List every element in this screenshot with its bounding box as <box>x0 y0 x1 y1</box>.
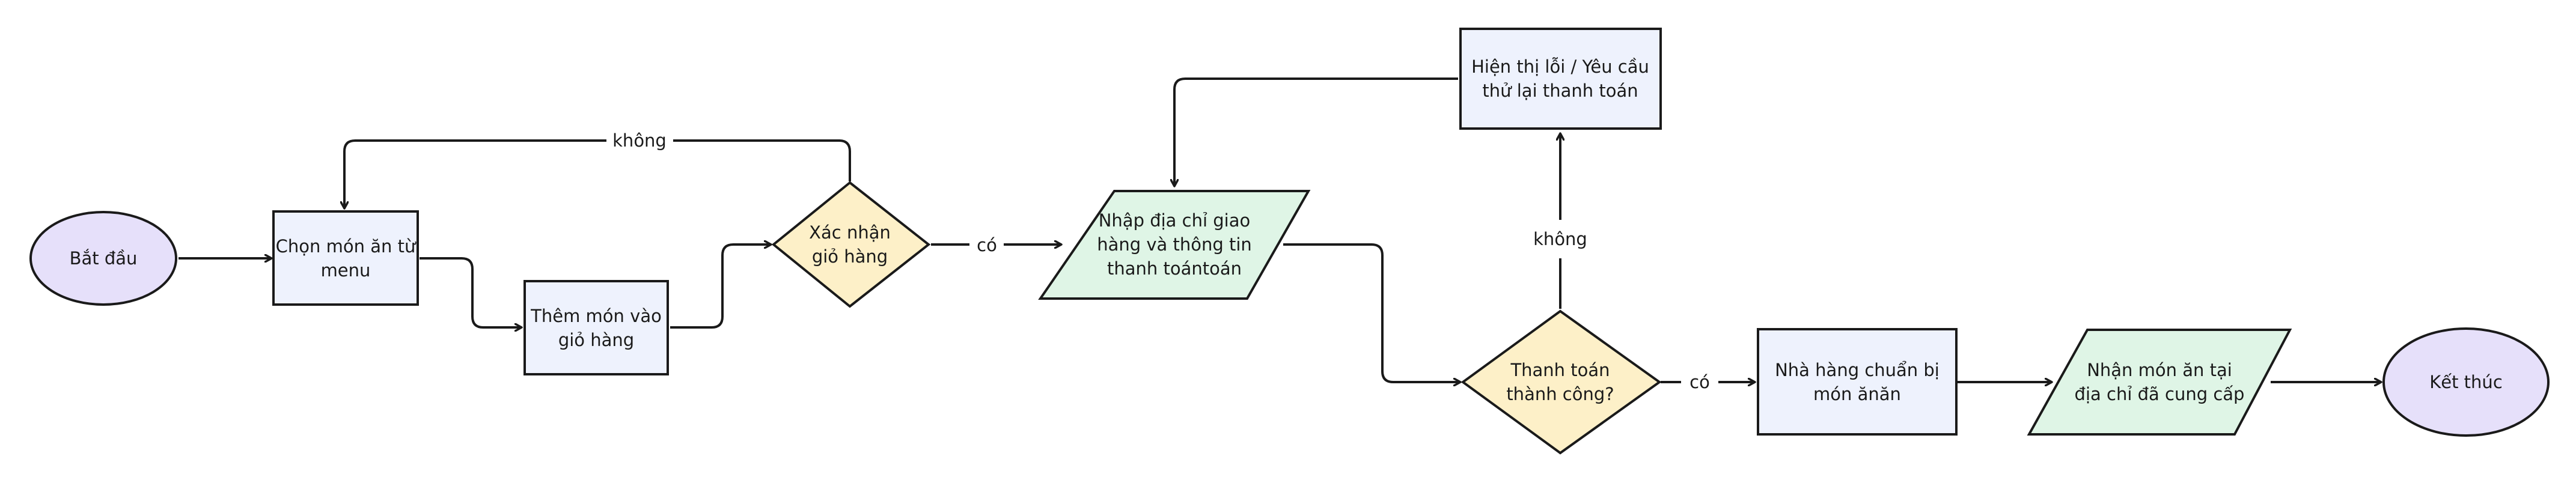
node-enter-address-shape <box>1038 190 1311 300</box>
label-line: Bắt đầu <box>70 248 138 269</box>
edge-labels: không có không có <box>612 130 1710 392</box>
label-line: thanh toántoán <box>1107 258 1242 279</box>
edge-label-payment-no: không <box>1533 229 1587 249</box>
node-confirm-cart-shape <box>771 181 931 308</box>
label-line: Kết thúc <box>2429 372 2503 392</box>
node-confirm-cart-label: Xác nhận giỏ hàng <box>809 222 891 267</box>
node-start: Bắt đầu <box>29 211 177 306</box>
node-enter-address-label: Nhập địa chỉ giao hàng và thông tin thanh … <box>1097 210 1252 279</box>
node-start-label: Bắt đầu <box>70 248 138 269</box>
label-line: hàng và thông tin <box>1097 234 1252 255</box>
label-line: Thêm món vào <box>530 306 662 326</box>
node-add-to-cart-label: Thêm món vào giỏ hàng <box>530 306 662 350</box>
label-line: món ănăn <box>1813 384 1901 404</box>
node-end-label: Kết thúc <box>2429 372 2503 392</box>
label-line: Nhà hàng chuẩn bị <box>1775 360 1940 380</box>
label-line: thử lại thanh toán <box>1482 80 1638 101</box>
edge-add-to-cart-to-confirm-cart <box>670 245 771 329</box>
label-line: địa chỉ đã cung cấp <box>2075 384 2245 404</box>
edge-confirm-cart-no-to-choose-dish <box>344 139 851 208</box>
node-end-shape <box>2382 327 2550 437</box>
node-show-error-shape <box>1459 28 1662 130</box>
node-show-error: Hiện thị lỗi / Yêu cầu thử lại thanh toán <box>1459 28 1662 130</box>
node-confirm-cart: Xác nhận giỏ hàng <box>771 181 931 308</box>
node-show-error-label: Hiện thị lỗi / Yêu cầu thử lại thanh toán <box>1471 56 1649 101</box>
edge-choose-dish-to-add-to-cart <box>420 257 522 327</box>
edge-label-payment-yes: có <box>1689 372 1710 392</box>
node-payment-ok-shape <box>1460 309 1662 455</box>
node-choose-dish-label: Chọn món ăn từ menu <box>276 236 417 281</box>
label-line: thành công? <box>1506 384 1614 404</box>
node-payment-ok-label: Thanh toán thành công? <box>1506 360 1614 404</box>
label-line: Thanh toán <box>1510 360 1610 380</box>
node-restaurant-prepare: Nhà hàng chuẩn bị món ănăn <box>1757 328 1958 436</box>
nodes: Bắt đầu Chọn món ăn từ menu Thêm món vào g… <box>29 28 2550 455</box>
node-restaurant-prepare-shape <box>1757 328 1958 436</box>
label-line: Xác nhận <box>809 222 891 243</box>
node-add-to-cart: Thêm món vào giỏ hàng <box>523 280 669 375</box>
node-payment-ok: Thanh toán thành công? <box>1460 309 1662 455</box>
node-add-to-cart-shape <box>523 280 669 375</box>
edge-label-confirm-yes: có <box>977 235 997 255</box>
node-receive-dish-label: Nhận món ăn tại địa chỉ đã cung cấp <box>2075 360 2245 404</box>
node-receive-dish: Nhận món ăn tại địa chỉ đã cung cấp <box>2027 329 2292 436</box>
edge-label-confirm-no: không <box>612 130 667 151</box>
edges <box>179 77 2381 382</box>
label-line: Nhận món ăn tại <box>2087 360 2232 380</box>
node-end: Kết thúc <box>2382 327 2550 437</box>
label-line: menu <box>321 260 371 281</box>
node-enter-address: Nhập địa chỉ giao hàng và thông tin thanh … <box>1038 190 1311 300</box>
edge-show-error-to-enter-address <box>1174 77 1458 186</box>
node-restaurant-prepare-label: Nhà hàng chuẩn bị món ănăn <box>1775 360 1940 404</box>
label-line: Chọn món ăn từ <box>276 236 417 257</box>
node-choose-dish: Chọn món ăn từ menu <box>272 210 419 306</box>
node-start-shape <box>29 211 177 306</box>
label-line: giỏ hàng <box>558 330 634 350</box>
label-line: giỏ hàng <box>812 246 888 267</box>
edge-enter-address-to-payment-ok <box>1283 243 1460 382</box>
node-choose-dish-shape <box>272 210 419 306</box>
label-line: Nhập địa chỉ giao <box>1099 210 1251 231</box>
label-line: Hiện thị lỗi / Yêu cầu <box>1471 56 1649 77</box>
node-receive-dish-shape <box>2027 329 2292 436</box>
